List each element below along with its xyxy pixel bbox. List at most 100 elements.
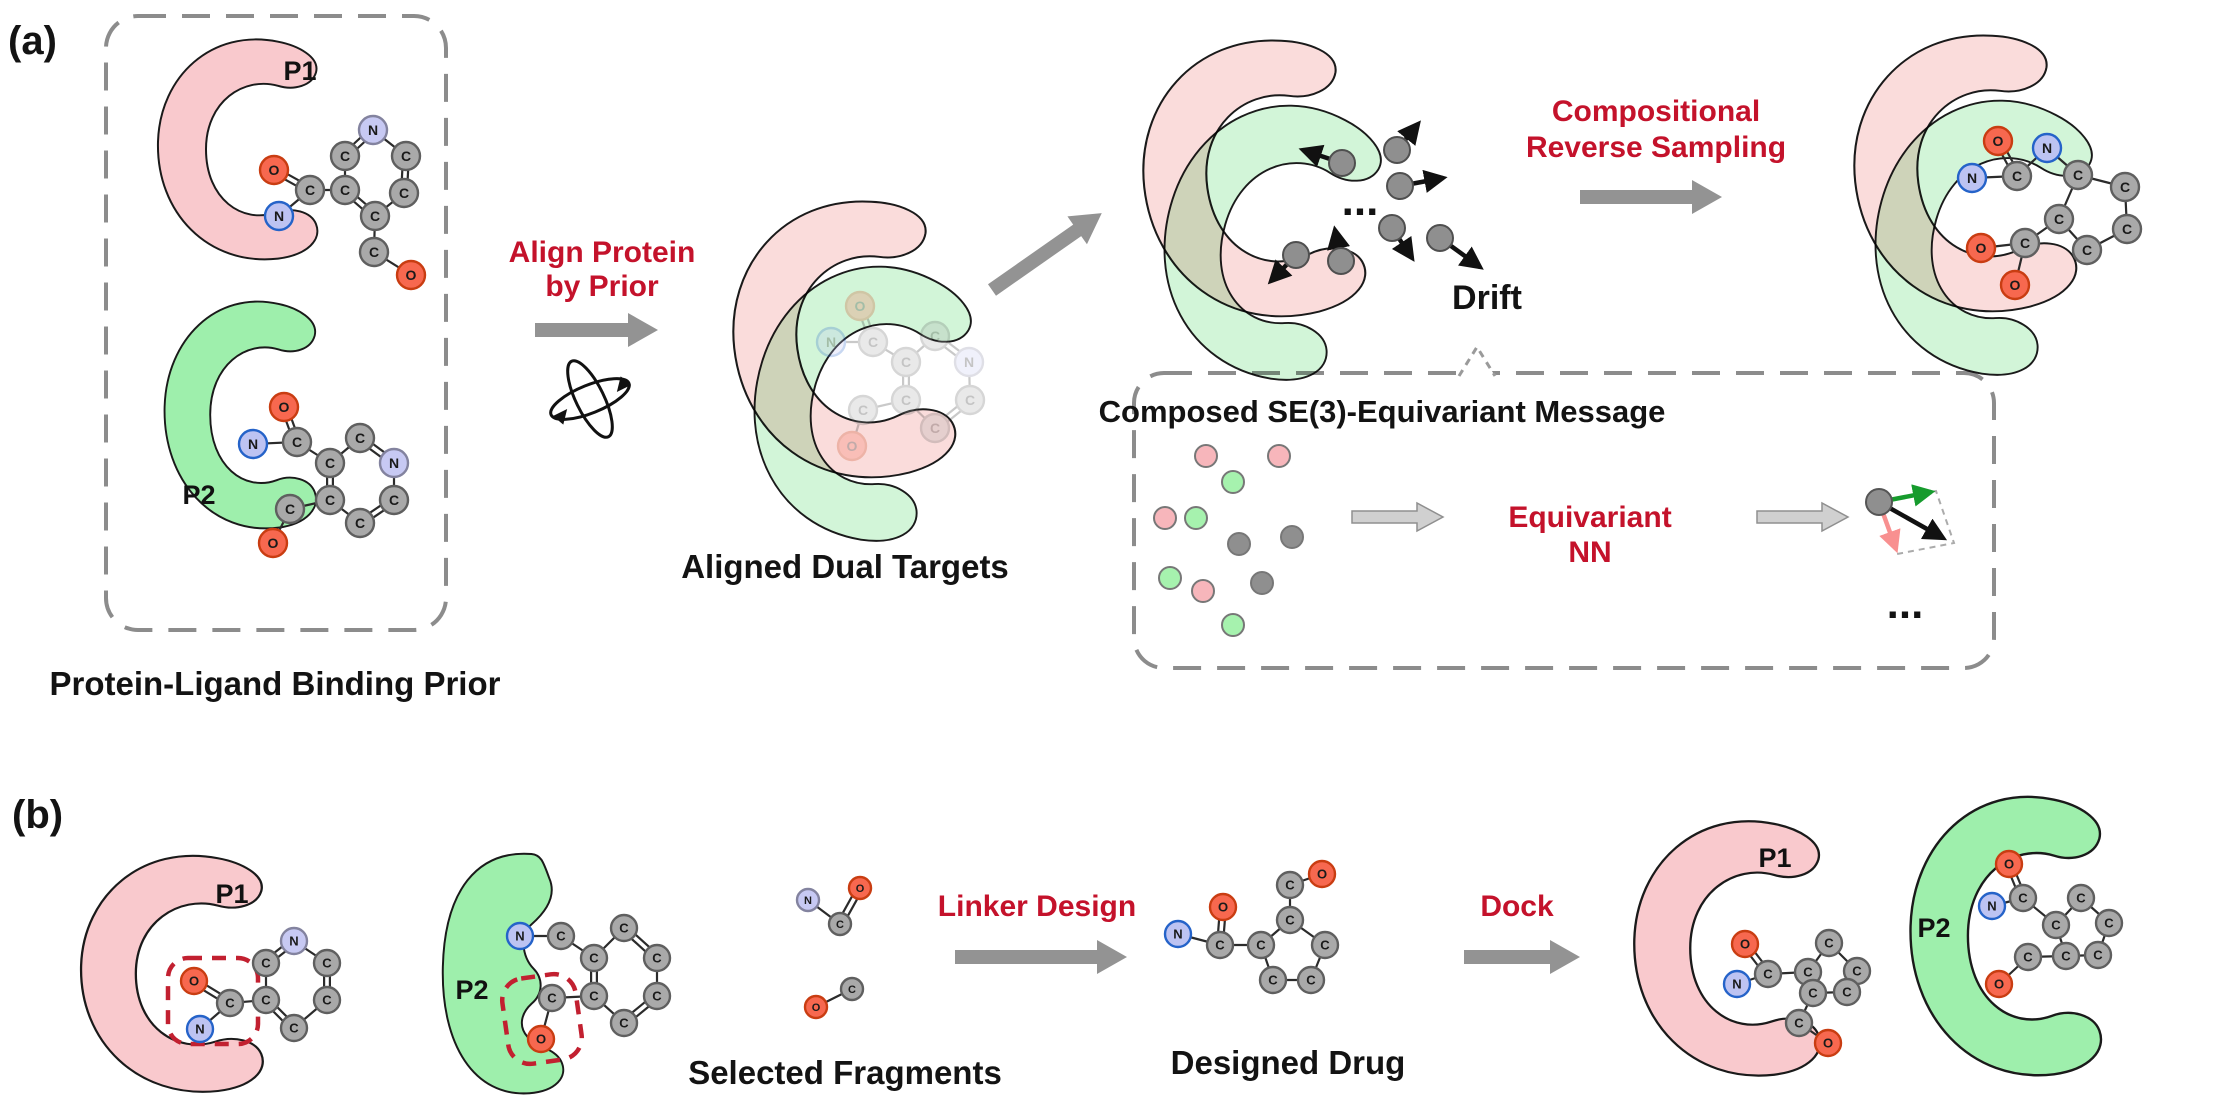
se3-arrow-2-icon [1756,501,1850,533]
atom-label: C [930,328,940,344]
atom-c-icon [609,1008,639,1038]
callout-triangle-icon [1457,344,1497,377]
atom-label: O [1740,937,1750,952]
atom-label: C [2018,891,2028,906]
binding-prior-box [104,14,448,632]
atom-label: N [1732,977,1741,992]
atom-label: N [1987,899,1996,914]
atom-label: C [1215,938,1225,953]
atom-o-icon [1307,859,1337,889]
p1-label-prior: P1 [283,56,316,86]
atom-c-icon [1814,928,1844,958]
aligned-targets-caption: Aligned Dual Targets [681,548,1009,585]
atom-c-icon [2041,910,2071,940]
atom-label: C [2104,916,2114,931]
se3-dot-g [1221,613,1245,637]
diagonal-arrow-icon [987,213,1102,296]
atom-label: C [868,334,878,350]
atom-label: C [355,430,365,446]
atom-c-icon [314,484,346,516]
bond [967,361,972,401]
atom-label: C [292,434,302,450]
drift-atom-icon [1386,172,1414,200]
atom-c-icon [1258,965,1288,995]
atom-n-icon [1977,891,2007,921]
atom-label: N [368,122,378,138]
atom-label: C [652,951,662,966]
atom-label: C [225,996,235,1011]
atom-label: O [268,535,279,551]
atom-c-icon [2109,171,2141,203]
atom-label: C [340,182,350,198]
atom-label: C [325,455,335,471]
atom-n-icon [378,447,410,479]
atom-n-icon [2031,132,2063,164]
atom-label: N [1173,927,1182,942]
atom-label: O [1218,900,1228,915]
atom-c-icon [2071,234,2103,266]
atom-label: C [1285,913,1295,928]
drift-atom-icon [1378,214,1406,242]
atom-c-icon [2066,883,2096,913]
atom-o-icon [1813,1028,1843,1058]
atom-label: O [812,1002,821,1014]
atom-label: C [1306,973,1316,988]
linker-design-arrow-icon [955,940,1127,974]
atom-label: C [619,921,629,936]
atom-c-icon [890,346,922,378]
atom-label: O [1994,977,2004,992]
atom-label: C [2073,167,2083,183]
atom-c-icon [2094,908,2124,938]
atom-c-icon [1798,978,1828,1008]
se3-dot-k [1280,525,1304,549]
atom-c-icon [1275,905,1305,935]
atom-o-icon [257,527,289,559]
atom-label: C [2020,235,2030,251]
atom-o-icon [395,259,427,291]
atom-c-icon [329,140,361,172]
atom-c-icon [1310,930,1340,960]
atom-label: C [322,993,332,1008]
se3-output-vectors-icon [1865,484,1956,556]
se3-message-box [1132,371,1996,670]
atom-c-icon [609,913,639,943]
atom-label: C [355,515,365,531]
atom-o-icon [1208,892,1238,922]
atom-n-icon [357,114,389,146]
atom-n-icon [185,1014,215,1044]
atom-o-icon [258,154,290,186]
atom-label: N [389,455,399,471]
atom-label: C [2076,891,2086,906]
atom-label: C [2023,950,2033,965]
atom-label: O [2010,277,2021,293]
atom-c-icon [312,985,342,1015]
atom-c-icon [312,948,342,978]
atom-n-icon [1163,919,1193,949]
atom-c-icon [2043,203,2075,235]
atom-label: O [2004,857,2014,872]
atom-label: C [261,956,271,971]
atom-c-icon [251,985,281,1015]
atom-label: C [389,492,399,508]
atom-c-icon [546,921,576,951]
atom-c-icon [251,948,281,978]
atom-label: O [1317,867,1327,882]
fragment-box-p2 [499,971,585,1067]
atom-label: C [836,919,844,931]
p1-label-b: P1 [215,879,248,909]
atom-label: C [369,244,379,260]
dock-arrow-icon [1464,940,1580,974]
panel-b-label: (b) [12,793,63,837]
atom-label: C [2054,211,2064,227]
drift-atom-icon [1328,149,1356,177]
atom-label: C [285,501,295,517]
atom-label: O [847,438,858,454]
atom-c-icon [1275,870,1305,900]
linker-design-label: Linker Design [938,890,1136,923]
atom-label: C [848,984,856,996]
se3-dot-p [1191,579,1215,603]
p2-label-b: P2 [455,975,488,1005]
atom-label: C [2012,168,2022,184]
